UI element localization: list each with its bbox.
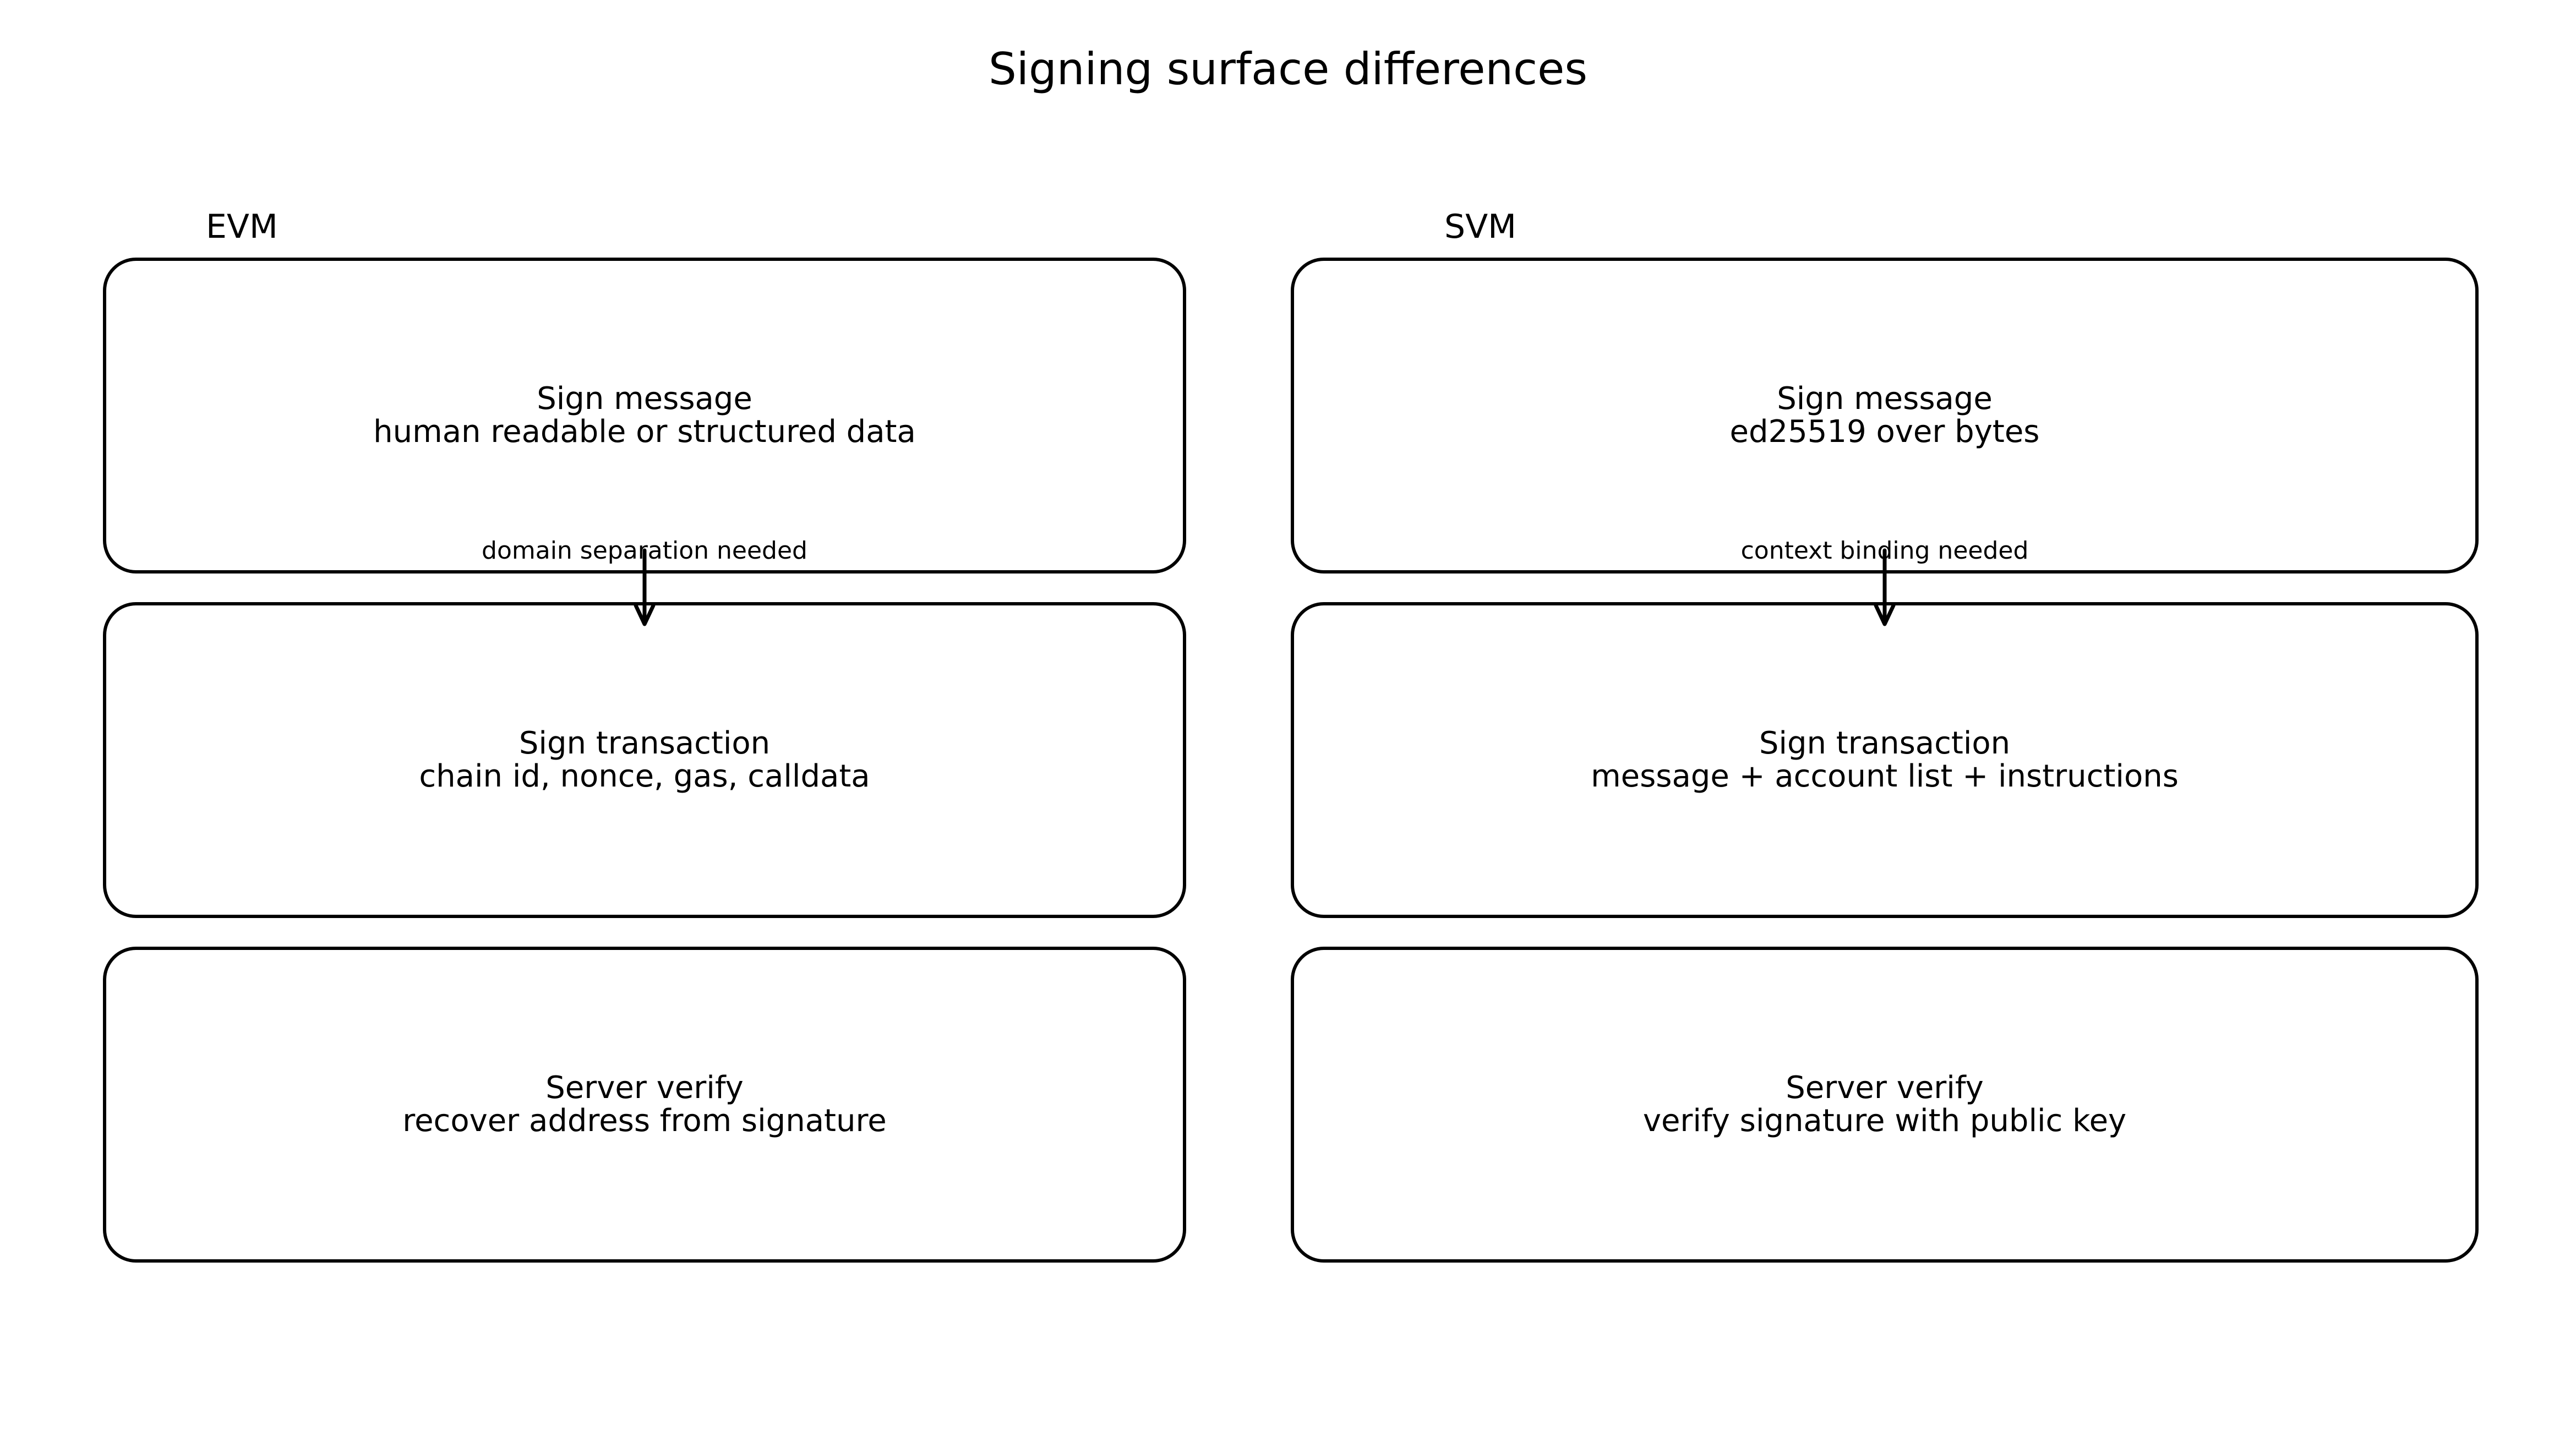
- svm-sign-transaction-box: Sign transaction message + account list …: [1291, 602, 2479, 918]
- diagram-title: Signing surface differences: [988, 43, 1587, 95]
- svm-sign-transaction-title: Sign transaction: [1759, 725, 2011, 761]
- evm-sign-transaction-box: Sign transaction chain id, nonce, gas, c…: [103, 602, 1186, 918]
- evm-server-verify-box: Server verify recover address from signa…: [103, 947, 1186, 1263]
- svm-sign-message-box: Sign message ed25519 over bytes: [1291, 258, 2479, 574]
- svm-sign-message-detail: ed25519 over bytes: [1729, 414, 2040, 450]
- svm-sign-transaction-detail: message + account list + instructions: [1591, 758, 2179, 794]
- column-label-svm: SVM: [1444, 207, 1516, 246]
- svm-arrowhead: [1874, 603, 1896, 626]
- evm-sign-message-title: Sign message: [537, 381, 752, 417]
- evm-arrow-note: domain separation needed: [482, 537, 807, 565]
- evm-server-verify-title: Server verify: [545, 1070, 744, 1106]
- evm-sign-transaction-detail: chain id, nonce, gas, calldata: [419, 758, 870, 794]
- svm-arrow-note: context binding needed: [1740, 537, 2029, 565]
- evm-sign-transaction-title: Sign transaction: [519, 725, 771, 761]
- svm-server-verify-title: Server verify: [1786, 1070, 1984, 1106]
- evm-arrowhead: [634, 603, 656, 626]
- column-label-evm: EVM: [206, 207, 278, 246]
- svm-sign-message-title: Sign message: [1777, 381, 1993, 417]
- evm-sign-message-detail: human readable or structured data: [373, 414, 916, 450]
- evm-server-verify-detail: recover address from signature: [402, 1103, 887, 1139]
- svm-server-verify-box: Server verify verify signature with publ…: [1291, 947, 2479, 1263]
- evm-sign-message-box: Sign message human readable or structure…: [103, 258, 1186, 574]
- svm-server-verify-detail: verify signature with public key: [1642, 1103, 2127, 1139]
